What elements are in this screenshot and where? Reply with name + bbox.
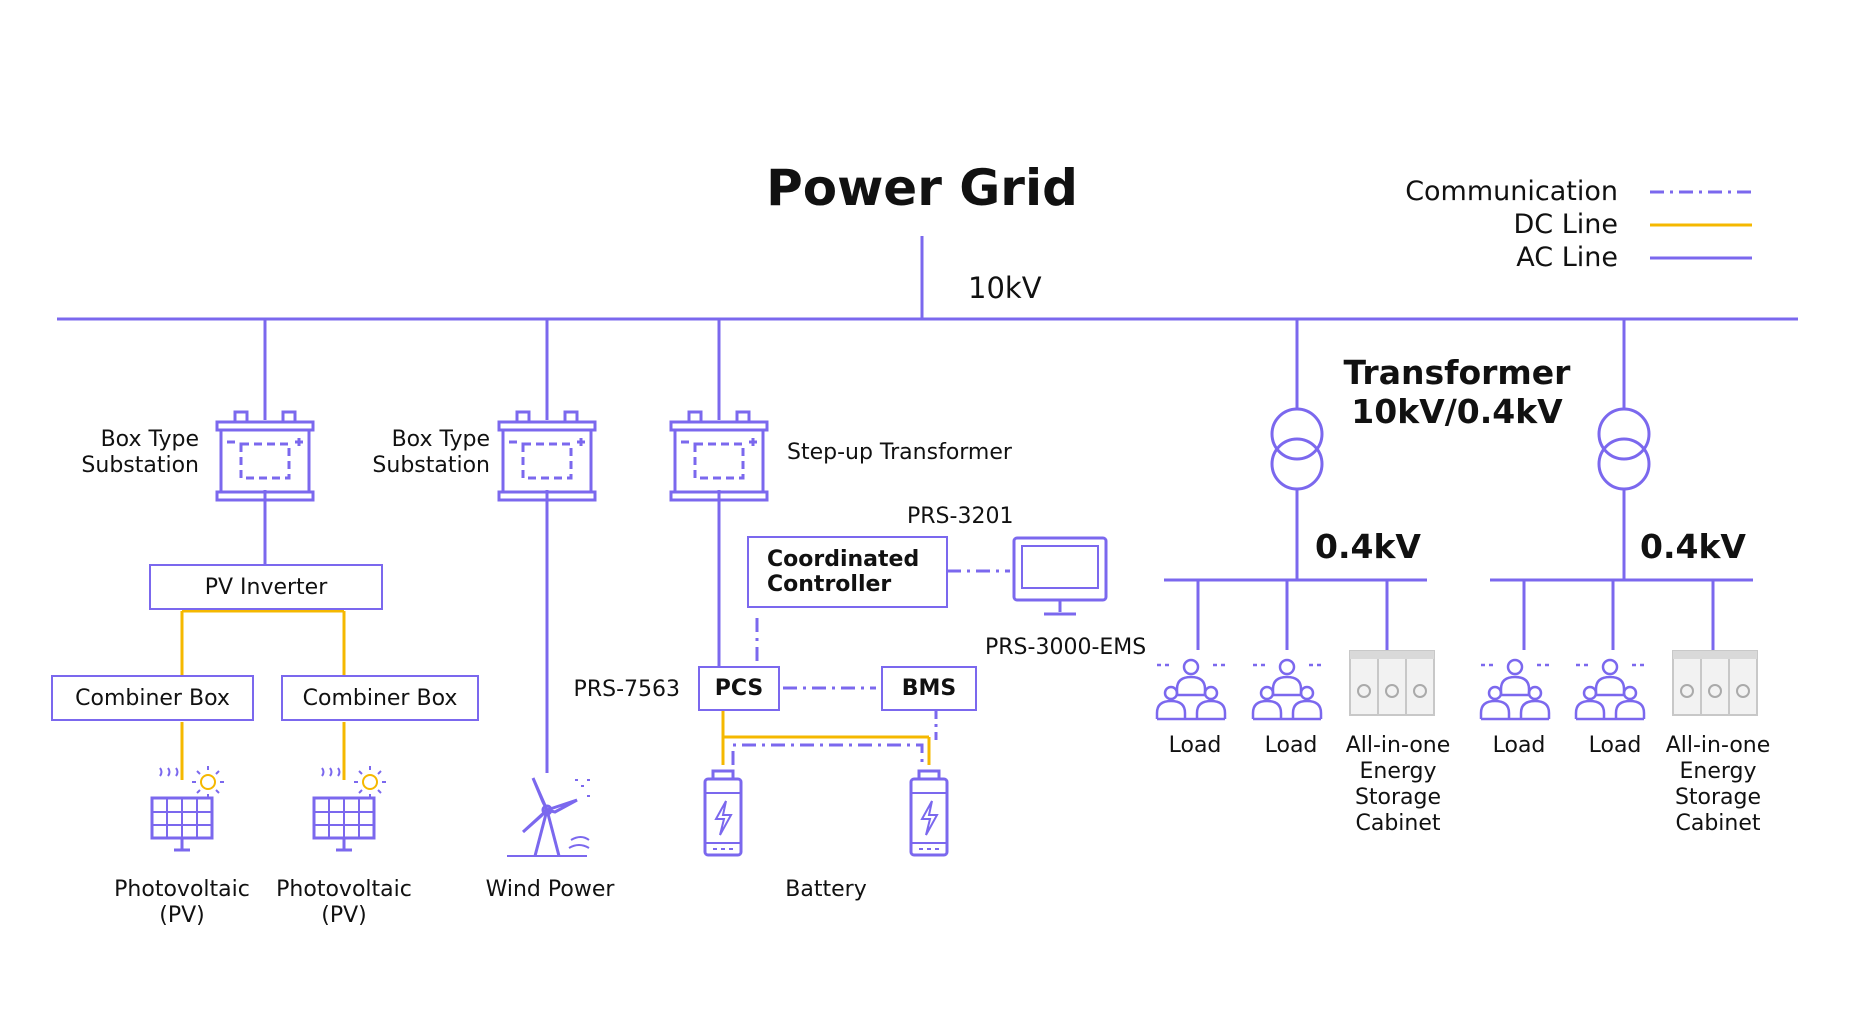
box-type-substation-1-line1: Box Type [100, 427, 199, 452]
cabinet-2-line3: Storage [1674, 785, 1762, 810]
box-type-substation-1-line2: Substation [81, 453, 199, 478]
grid-voltage-label: 10kV [968, 271, 1042, 305]
cabinet-2-line4: Cabinet [1675, 811, 1761, 836]
box-type-substation-2-line1: Box Type [391, 427, 490, 452]
bms-box: BMS [881, 666, 977, 711]
coordinated-controller-line2: Controller [767, 572, 892, 597]
step-up-transformer-label: Step-up Transformer [787, 440, 1012, 465]
load-4-label: Load [1588, 733, 1642, 758]
substation-icon [497, 410, 597, 502]
load-3-label: Load [1492, 733, 1546, 758]
cabinet-1-line4: Cabinet [1355, 811, 1441, 836]
transformer-label-line2: 10kV/0.4kV [1351, 392, 1563, 431]
transformer-icon [669, 410, 769, 502]
wind-power-label: Wind Power [485, 877, 615, 902]
solar-panel-icon [150, 764, 226, 852]
photovoltaic-1-line2: (PV) [159, 903, 205, 928]
cabinet-2-line2: Energy [1679, 759, 1757, 784]
coordinated-controller-line1: Coordinated [767, 546, 920, 572]
photovoltaic-1-line1: Photovoltaic [114, 877, 250, 902]
page-title: Power Grid [766, 159, 1078, 217]
load-icon [1574, 658, 1646, 721]
load-icon [1251, 658, 1323, 721]
combiner-box-1: Combiner Box [51, 675, 254, 721]
photovoltaic-2-line1: Photovoltaic [276, 877, 412, 902]
load-icon [1155, 658, 1227, 721]
legend-communication: Communication [1405, 176, 1618, 207]
cabinet-icon [1672, 650, 1758, 716]
cabinet-2-line1: All-in-one [1665, 733, 1771, 758]
battery-label: Battery [785, 877, 867, 902]
load-2-label: Load [1264, 733, 1318, 758]
legend-ac-line-label: AC Line [1516, 242, 1618, 273]
low-voltage-label-right: 0.4kV [1640, 527, 1746, 566]
prs-3201-label: PRS-3201 [907, 504, 1014, 529]
load-1-label: Load [1168, 733, 1222, 758]
wind-turbine-icon [507, 777, 590, 857]
coordinated-controller-box: Coordinated Controller [747, 536, 948, 608]
solar-panel-icon [312, 764, 388, 852]
combiner-box-2: Combiner Box [281, 675, 479, 721]
pcs-box: PCS [698, 666, 780, 711]
computer-monitor-icon [1012, 536, 1108, 616]
substation-icon [215, 410, 315, 502]
battery-icon [703, 769, 743, 857]
battery-icon [909, 769, 949, 857]
pv-inverter-box: PV Inverter [149, 564, 383, 610]
cabinet-icon [1349, 650, 1435, 716]
prs-3000-ems-label: PRS-3000-EMS [985, 635, 1147, 660]
box-type-substation-2-line2: Substation [372, 453, 490, 478]
photovoltaic-2-line2: (PV) [321, 903, 367, 928]
low-voltage-label-left: 0.4kV [1315, 527, 1421, 566]
cabinet-1-line2: Energy [1359, 759, 1437, 784]
transformer-label-line1: Transformer [1343, 353, 1571, 392]
cabinet-1-line3: Storage [1354, 785, 1442, 810]
cabinet-1-line1: All-in-one [1345, 733, 1451, 758]
legend-dc-line-label: DC Line [1513, 209, 1619, 240]
prs-7563-label: PRS-7563 [573, 677, 680, 702]
load-icon [1479, 658, 1551, 721]
